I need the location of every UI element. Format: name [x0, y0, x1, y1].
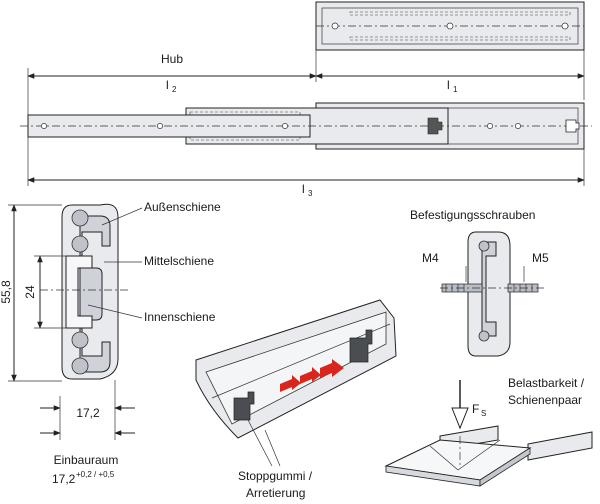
aussenschiene-label: Außenschiene — [144, 200, 221, 214]
closed-rail-view — [315, 1, 585, 51]
hub-label: Hub — [161, 52, 183, 66]
belastbarkeit-label-2: Schienenpaar — [508, 393, 582, 407]
l3-label: l — [302, 182, 305, 196]
force-label: F — [472, 402, 479, 416]
dimension-172: 17,2 Einbauraum 17,2 +0,2 / +0,5 — [40, 405, 135, 486]
dim-24-label: 24 — [23, 285, 37, 299]
stoppgummi-label-2: Arretierung — [246, 486, 305, 500]
belastbarkeit-label-1: Belastbarkeit / — [508, 376, 585, 390]
red-direction-arrows — [280, 359, 344, 392]
dimension-l3: l 3 — [27, 137, 585, 198]
dimension-l2: Hub l 2 — [27, 52, 317, 118]
l3-subscript: 3 — [308, 189, 313, 198]
dimension-24: 24 — [23, 255, 66, 329]
extended-rail-view — [20, 102, 592, 150]
innenschiene-label: Innenschiene — [144, 310, 216, 324]
befestigungsschrauben-label: Befestigungsschrauben — [410, 208, 535, 222]
load-capacity-view: F S Belastbarkeit / Schienenpaar — [384, 376, 593, 487]
l1-label: l — [447, 78, 450, 92]
einbau-value: 17,2 — [52, 472, 76, 486]
mittelschiene-label: Mittelschiene — [144, 254, 214, 268]
dimension-558: 55,8 — [0, 204, 62, 382]
force-subscript: S — [481, 409, 486, 418]
l2-subscript: 2 — [172, 85, 177, 94]
stoppgummi-label-1: Stoppgummi / — [238, 469, 313, 483]
cross-section-view — [40, 203, 130, 440]
m4-label: M4 — [422, 251, 439, 265]
l2-label: l — [166, 78, 169, 92]
dim-558-label: 55,8 — [0, 280, 13, 304]
stopper-perspective-view: Stoppgummi / Arretierung — [195, 299, 397, 500]
dimension-l1: l 1 — [315, 50, 585, 100]
l1-subscript: 1 — [453, 85, 458, 94]
closed-rail-slots — [331, 11, 571, 41]
rail-part-labels: Außenschiene Mittelschiene Innenschiene — [87, 200, 221, 324]
m5-label: M5 — [532, 251, 549, 265]
einbau-tolerance: +0,2 / +0,5 — [76, 470, 115, 479]
fixing-screws-view: Befestigungsschrauben M4 M5 — [410, 208, 549, 357]
einbauraum-label: Einbauraum — [54, 453, 119, 467]
dim-172-label: 17,2 — [76, 406, 100, 420]
